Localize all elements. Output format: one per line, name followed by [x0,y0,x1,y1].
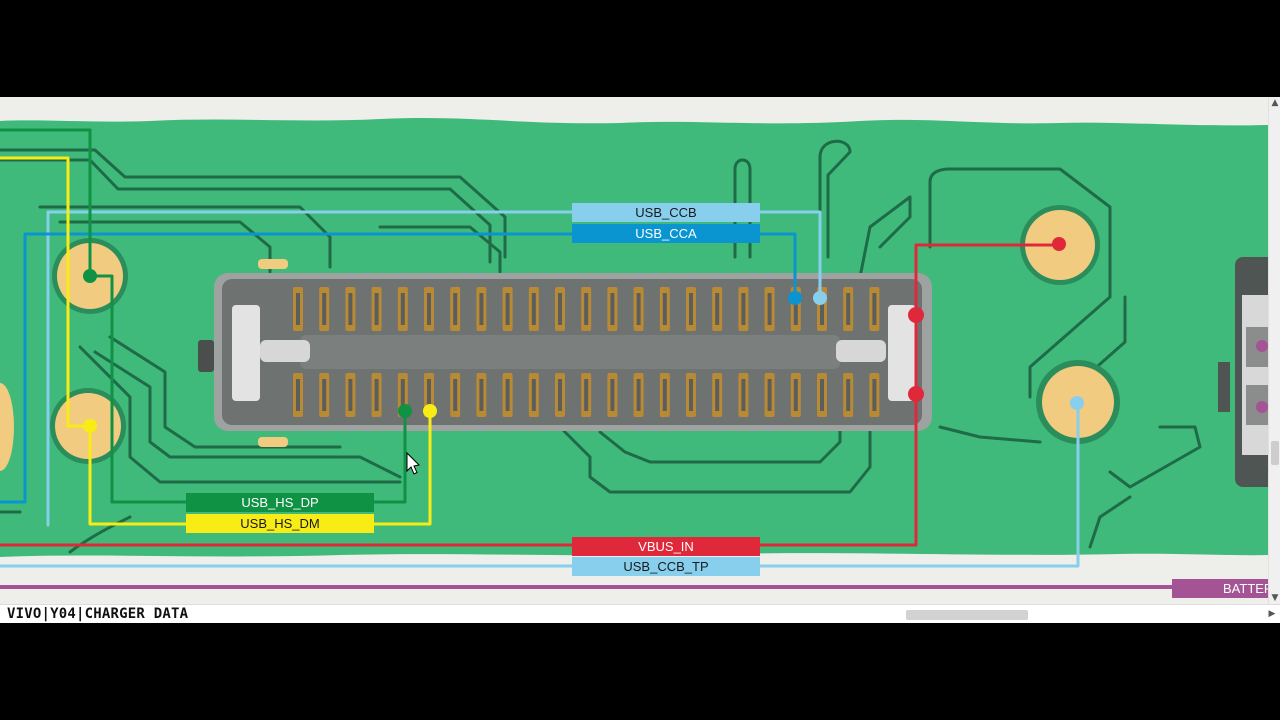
net-label-vbus-in[interactable]: VBUS_IN [572,537,760,556]
connector-top-pin-slot [479,293,484,325]
connector-bottom-pin-slot [479,379,484,411]
dot-usb-ccb-tp[interactable] [1070,396,1084,410]
connector-top-pin-slot [689,293,693,325]
btb-connector [198,273,932,431]
connector-top-pin-slot [846,293,851,325]
connector-top-pin-slot [531,293,536,325]
connector-latch-right [836,340,886,362]
net-label-usb-hs-dp[interactable]: USB_HS_DP [186,493,374,512]
net-label-usb-hs-dm[interactable]: USB_HS_DM [186,514,374,533]
connector-bottom-pin-slot [427,379,431,411]
scroll-up-arrow-icon[interactable]: ▲ [1271,98,1279,108]
connector-top-pin-slot [610,293,615,325]
connector-top-pin-slot [400,293,405,325]
right-component [1218,257,1268,487]
connector-top-pin-slot [348,293,353,325]
connector-bottom-pin-slot [741,379,746,411]
connector-bottom-pin-slot [531,379,536,411]
connector-bottom-pin-slot [872,379,877,411]
connector-bottom-pin-slot [584,379,589,411]
trace-usb-cca [0,232,797,504]
connector-bottom-pin-slot [505,379,510,411]
pcb-top-edge [0,97,1268,126]
dot-usb-hs-dp-pin[interactable] [398,404,412,418]
connector-top-pin-slot [767,293,772,325]
connector-top-pin-slot [505,293,510,325]
connector-nub-left [198,340,214,372]
horizontal-scroll-thumb[interactable] [906,610,1028,620]
connector-bottom-pin-slot [636,379,641,411]
dot-usb-cca[interactable] [788,291,802,305]
scroll-right-arrow-icon[interactable]: ▶ [1268,609,1276,619]
connector-bottom-pin-slot [558,379,562,411]
connector-bottom-pin-slot [689,379,693,411]
vertical-scroll-thumb[interactable] [1271,441,1279,465]
dot-vbus-in-pad[interactable] [1052,237,1066,251]
connector-bottom-pin-slot [715,379,720,411]
connector-top-pin-slot [820,293,824,325]
board-canvas[interactable]: USB_CCB USB_CCA USB_HS_DP USB_HS_DM VBUS… [0,97,1268,604]
document-title: VIVO|Y04|CHARGER DATA [7,606,189,622]
dot-battery-2[interactable] [1256,401,1268,413]
dot-usb-ccb[interactable] [813,291,827,305]
net-label-usb-ccb-tp[interactable]: USB_CCB_TP [572,557,760,576]
connector-top-pin-slot [374,293,379,325]
net-label-battery[interactable]: BATTER [1172,579,1268,598]
dot-vbus-in-2[interactable] [908,386,924,402]
connector-bottom-pin-slot [820,379,824,411]
connector-pins-bottom [293,373,880,417]
schematic-viewer: USB_CCB USB_CCA USB_HS_DP USB_HS_DM VBUS… [0,97,1280,623]
pcb-diagram [0,97,1268,604]
dot-usb-hs-dm-pin[interactable] [423,404,437,418]
net-label-usb-cca[interactable]: USB_CCA [572,224,760,243]
trace-usb-ccb [46,210,822,527]
connector-top-pin-slot [741,293,746,325]
connector-bottom-pin-slot [662,379,667,411]
connector-end-left [232,305,260,401]
connector-bottom-pin-slot [610,379,615,411]
connector-pins-top [293,287,880,331]
net-endpoints [83,237,1268,433]
right-component-face [1242,295,1268,455]
connector-top-pin-slot [793,293,798,325]
connector-bottom-pin-slot [767,379,772,411]
connector-bottom-pin-slot [322,379,327,411]
connector-top-pin-slot [427,293,431,325]
arrow-cursor-icon [406,451,421,475]
trace-usb-ccb-tp [0,400,1080,568]
connector-bottom-pin-slot [793,379,798,411]
pad-small-top [258,259,288,269]
right-component-tab [1218,362,1230,412]
connector-top-pin-slot [558,293,562,325]
connector-top-pin-slot [296,293,300,325]
connector-bottom-pin-slot [374,379,379,411]
horizontal-scrollbar[interactable]: ▶ [215,609,1275,621]
connector-top-pin-slot [872,293,877,325]
pad-left-edge [0,383,14,471]
connector-bottom-pin-slot [846,379,851,411]
pad-small-bottom [258,437,288,447]
connector-bottom-pin-slot [453,379,458,411]
vertical-scrollbar[interactable]: ▲ ▼ [1268,97,1280,604]
connector-bottom-pin-slot [400,379,405,411]
connector-top-pin-slot [453,293,458,325]
connector-top-pin-slot [662,293,667,325]
trace-usb-hs-dp [0,128,407,504]
dot-usb-hs-dm-pad[interactable] [83,419,97,433]
dot-vbus-in-1[interactable] [908,307,924,323]
dot-usb-hs-dp-pad[interactable] [83,269,97,283]
scroll-down-arrow-icon[interactable]: ▼ [1271,593,1279,603]
connector-bottom-pin-slot [348,379,353,411]
connector-top-pin-slot [322,293,327,325]
connector-top-pin-slot [636,293,641,325]
connector-bottom-pin-slot [296,379,300,411]
connector-end-right [888,305,916,401]
connector-top-pin-slot [584,293,589,325]
net-label-usb-ccb[interactable]: USB_CCB [572,203,760,222]
connector-center-bar [300,335,840,369]
connector-latch-left [260,340,310,362]
dot-battery-1[interactable] [1256,340,1268,352]
connector-top-pin-slot [715,293,720,325]
status-bar: VIVO|Y04|CHARGER DATA ▶ [0,604,1280,623]
